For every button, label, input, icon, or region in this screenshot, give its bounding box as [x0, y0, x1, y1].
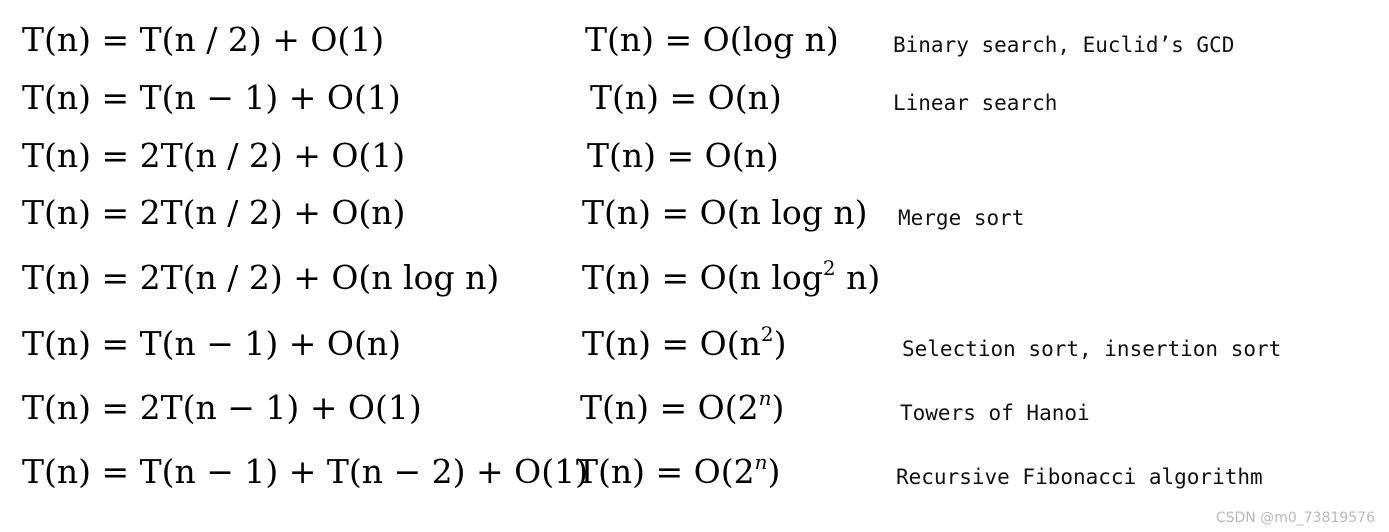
solution-exponent: n — [758, 386, 772, 410]
recurrence-formula: T(n) = T(n / 2) + O(1) — [22, 20, 385, 59]
solution-formula: T(n) = O(log n) — [585, 20, 839, 59]
solution-formula: T(n) = O(n log n) — [582, 193, 868, 232]
solution-formula: T(n) = O(n log2 n) — [582, 258, 880, 298]
solution-formula: T(n) = O(n2) — [582, 324, 786, 364]
algorithm-description: Towers of Hanoi — [900, 401, 1090, 425]
watermark: CSDN @m0_73819576 — [1215, 510, 1375, 526]
solution-tail: ) — [767, 452, 781, 491]
row-tree-traversal: T(n) = 2T(n / 2) + O(1) T(n) = O(n) — [0, 128, 1389, 186]
recurrence-formula: T(n) = 2T(n / 2) + O(n log n) — [22, 258, 500, 297]
solution-tail: ) — [771, 388, 785, 427]
row-merge-sort: T(n) = 2T(n / 2) + O(n) T(n) = O(n log n… — [0, 185, 1389, 243]
solution-base: T(n) = O(n — [582, 324, 761, 363]
solution-tail: ) — [773, 324, 787, 363]
solution-exponent: 2 — [760, 322, 774, 346]
recurrence-formula: T(n) = T(n − 1) + T(n − 2) + O(1) — [22, 452, 588, 491]
recurrence-formula: T(n) = 2T(n / 2) + O(1) — [22, 136, 406, 175]
algorithm-description: Recursive Fibonacci algorithm — [896, 465, 1263, 489]
row-selection-sort: T(n) = T(n − 1) + O(n) T(n) = O(n2) Sele… — [0, 316, 1389, 374]
row-binary-search: T(n) = T(n / 2) + O(1) T(n) = O(log n) B… — [0, 12, 1389, 70]
algorithm-description: Merge sort — [898, 206, 1025, 230]
solution-exponent: n — [754, 450, 768, 474]
solution-formula: T(n) = O(n) — [590, 78, 782, 117]
solution-base: T(n) = O(n log — [582, 258, 823, 297]
solution-formula: T(n) = O(2n) — [580, 388, 784, 428]
solution-base: T(n) = O(2 — [580, 388, 759, 427]
recurrence-formula: T(n) = T(n − 1) + O(1) — [22, 78, 401, 117]
solution-tail: n) — [835, 258, 881, 297]
recurrence-formula: T(n) = 2T(n − 1) + O(1) — [22, 388, 422, 427]
row-recursive-fibonacci: T(n) = T(n − 1) + T(n − 2) + O(1) T(n) =… — [0, 444, 1389, 502]
solution-formula: T(n) = O(2n) — [576, 452, 780, 492]
row-nlogn-recurrence: T(n) = 2T(n / 2) + O(n log n) T(n) = O(n… — [0, 250, 1389, 308]
solution-base: T(n) = O(2 — [576, 452, 755, 491]
algorithm-description: Selection sort, insertion sort — [902, 337, 1282, 361]
algorithm-description: Linear search — [893, 91, 1058, 115]
solution-exponent: 2 — [822, 256, 836, 280]
recurrence-formula: T(n) = T(n − 1) + O(n) — [22, 324, 401, 363]
recurrence-formula: T(n) = 2T(n / 2) + O(n) — [22, 193, 406, 232]
row-towers-of-hanoi: T(n) = 2T(n − 1) + O(1) T(n) = O(2n) Tow… — [0, 380, 1389, 438]
algorithm-description: Binary search, Euclid’s GCD — [893, 33, 1235, 57]
solution-formula: T(n) = O(n) — [587, 136, 779, 175]
row-linear-search: T(n) = T(n − 1) + O(1) T(n) = O(n) Linea… — [0, 70, 1389, 128]
